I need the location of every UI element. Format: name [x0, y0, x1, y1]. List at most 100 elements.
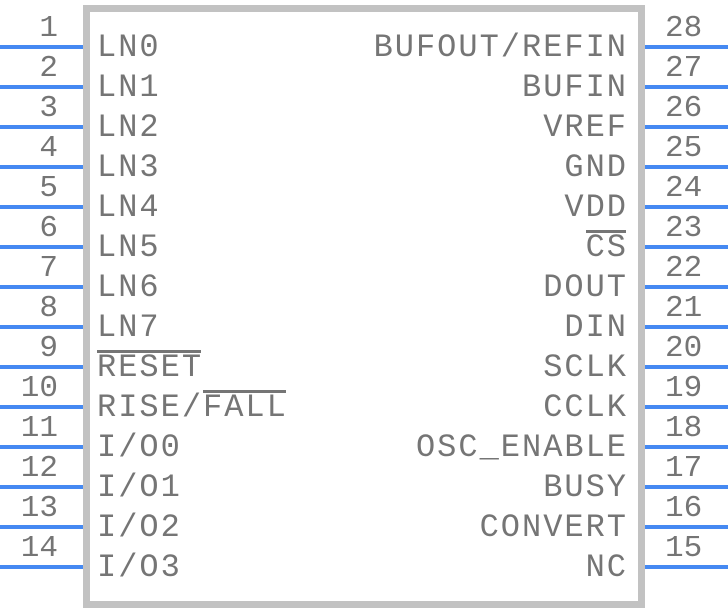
- pin-number: 24: [665, 171, 703, 206]
- pin-number: 16: [665, 491, 703, 526]
- pin-line: [0, 445, 83, 449]
- pin-line: [645, 165, 728, 169]
- pin-label: BUFIN: [522, 72, 628, 104]
- pin-label-segment: BUFOUT/REFIN: [373, 29, 628, 66]
- pin-label: LN2: [97, 112, 161, 144]
- pin-label: CCLK: [543, 392, 628, 424]
- pin-number: 26: [665, 91, 703, 126]
- pin-number: 22: [665, 251, 703, 286]
- pin-line: [0, 285, 83, 289]
- pin-line: [645, 85, 728, 89]
- pin-line: [0, 365, 83, 369]
- pin-number: 9: [39, 331, 58, 366]
- pin-label-segment: VDD: [564, 189, 628, 226]
- pin-label-segment: NC: [585, 549, 628, 586]
- pin-line: [645, 525, 728, 529]
- pin-label-segment: LN3: [97, 149, 161, 186]
- pin-line: [645, 485, 728, 489]
- pin-line: [645, 565, 728, 569]
- pin-label-segment: RISE/: [97, 389, 204, 426]
- pin-label-segment: I/O0: [97, 429, 182, 466]
- pin-line: [0, 525, 83, 529]
- pin-line: [0, 485, 83, 489]
- pin-label: LN3: [97, 152, 161, 184]
- pin-number: 14: [20, 531, 58, 566]
- pin-label-segment: I/O1: [97, 469, 182, 506]
- pin-label: LN5: [97, 232, 161, 264]
- pin-label: I/O0: [97, 432, 182, 464]
- pin-label-segment: I/O2: [97, 509, 182, 546]
- pin-line: [0, 165, 83, 169]
- pin-label-segment: BUSY: [543, 469, 628, 506]
- pin-label: LN6: [97, 272, 161, 304]
- pin-line: [645, 245, 728, 249]
- pin-label-segment: BUFIN: [521, 69, 628, 106]
- pin-number: 21: [665, 291, 703, 326]
- pin-line: [0, 85, 83, 89]
- pin-label: CS: [585, 229, 628, 266]
- pin-label-overline-segment: CS: [585, 229, 628, 266]
- pin-label: LN4: [97, 192, 161, 224]
- pin-label-segment: LN0: [97, 29, 161, 66]
- pin-line: [645, 325, 728, 329]
- pin-label-segment: CONVERT: [479, 509, 628, 546]
- pin-line: [645, 205, 728, 209]
- pin-label: VDD: [564, 192, 628, 224]
- pin-label: DIN: [564, 312, 628, 344]
- pin-number: 18: [665, 411, 703, 446]
- pin-label: I/O2: [97, 512, 182, 544]
- pin-label-overline-segment: RESET: [97, 349, 204, 386]
- pin-number: 6: [39, 211, 58, 246]
- pin-label-segment: LN5: [97, 229, 161, 266]
- pin-line: [0, 405, 83, 409]
- pin-number: 2: [39, 51, 58, 86]
- pin-line: [0, 45, 83, 49]
- pin-label: I/O3: [97, 552, 182, 584]
- pin-number: 11: [20, 411, 58, 446]
- pin-label-segment: LN2: [97, 109, 161, 146]
- pin-label-segment: LN7: [97, 309, 161, 346]
- pin-line: [0, 565, 83, 569]
- pin-label: BUFOUT/REFIN: [374, 32, 628, 64]
- pin-label-segment: VREF: [543, 109, 628, 146]
- pin-label-segment: LN1: [97, 69, 161, 106]
- pin-line: [0, 205, 83, 209]
- pin-number: 20: [665, 331, 703, 366]
- pin-label: RESET: [97, 349, 204, 386]
- pin-number: 27: [665, 51, 703, 86]
- pin-label-segment: CCLK: [543, 389, 628, 426]
- pin-label: OSC_ENABLE: [416, 432, 628, 464]
- pin-number: 13: [20, 491, 58, 526]
- pin-line: [645, 405, 728, 409]
- pin-number: 4: [39, 131, 58, 166]
- pin-line: [0, 125, 83, 129]
- pin-label: BUSY: [543, 472, 628, 504]
- pin-label: LN0: [97, 32, 161, 64]
- pin-number: 1: [39, 11, 58, 46]
- pin-number: 8: [39, 291, 58, 326]
- pin-number: 3: [39, 91, 58, 126]
- pin-label: RISE/FALL: [97, 389, 288, 426]
- pin-label: DOUT: [543, 272, 628, 304]
- pin-number: 19: [665, 371, 703, 406]
- pin-label-overline-segment: FALL: [203, 389, 288, 426]
- pin-label-segment: LN4: [97, 189, 161, 226]
- pin-label-segment: DOUT: [543, 269, 628, 306]
- pin-label-segment: I/O3: [97, 549, 182, 586]
- pin-line: [0, 325, 83, 329]
- pin-line: [645, 45, 728, 49]
- pin-label: NC: [586, 552, 628, 584]
- pin-number: 12: [20, 451, 58, 486]
- pin-line: [645, 445, 728, 449]
- pin-label-segment: LN6: [97, 269, 161, 306]
- pin-label: GND: [564, 152, 628, 184]
- pin-line: [645, 365, 728, 369]
- pin-number: 23: [665, 211, 703, 246]
- pin-label: VREF: [543, 112, 628, 144]
- pin-number: 5: [39, 171, 58, 206]
- pin-label: I/O1: [97, 472, 182, 504]
- pin-label-segment: DIN: [564, 309, 628, 346]
